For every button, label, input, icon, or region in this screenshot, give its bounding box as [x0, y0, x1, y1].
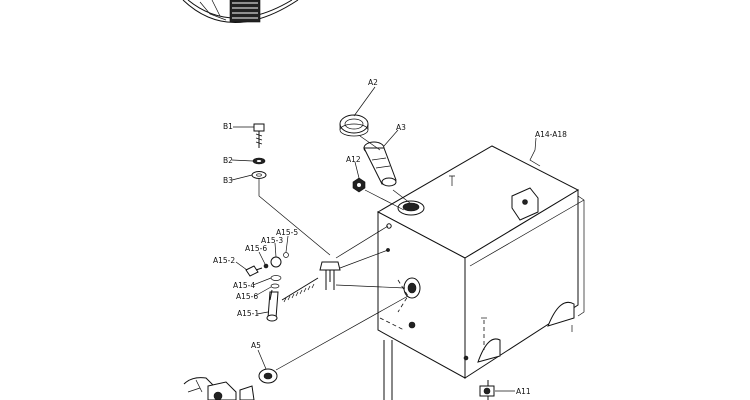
label-a11: A11 — [516, 387, 531, 396]
label-a15-6-upper: A15-6 — [245, 244, 267, 253]
label-a12: A12 — [346, 155, 361, 164]
hydraulic-tank — [376, 145, 585, 379]
label-a15-1: A15-1 — [237, 309, 259, 318]
label-a15-4: A15-4 — [233, 281, 255, 290]
label-a2: A2 — [368, 78, 378, 87]
label-a15-6-lower: A15-6 — [236, 292, 258, 301]
label-a5: A5 — [251, 341, 261, 350]
washer-b3 — [251, 171, 267, 179]
bolt-b1 — [253, 123, 265, 148]
cap-a2 — [339, 114, 369, 137]
flange-a5 — [258, 368, 278, 384]
label-b1: B1 — [223, 122, 233, 131]
strainer-a3 — [363, 141, 397, 187]
callout-labels: A2 A3 A12 A14-A18 B1 B2 B3 A15-5 A15-3 A… — [213, 78, 567, 396]
nut-a12 — [352, 177, 366, 193]
assembly-lines — [258, 135, 411, 371]
label-b3: B3 — [223, 176, 233, 185]
level-gauge-assembly — [245, 252, 341, 322]
label-a14-a18: A14-A18 — [535, 130, 567, 139]
washer-b2 — [252, 157, 266, 165]
fitting-a11 — [483, 387, 491, 395]
detail-view-inset — [182, 0, 299, 23]
lower-component — [183, 377, 255, 400]
label-a15-5: A15-5 — [276, 228, 298, 237]
label-a15-3: A15-3 — [261, 236, 283, 245]
tank-stand — [383, 340, 495, 400]
label-a15-2: A15-2 — [213, 256, 235, 265]
label-b2: B2 — [223, 156, 233, 165]
leader-lines — [231, 86, 541, 392]
detail-grille — [229, 0, 261, 23]
label-a3: A3 — [396, 123, 406, 132]
